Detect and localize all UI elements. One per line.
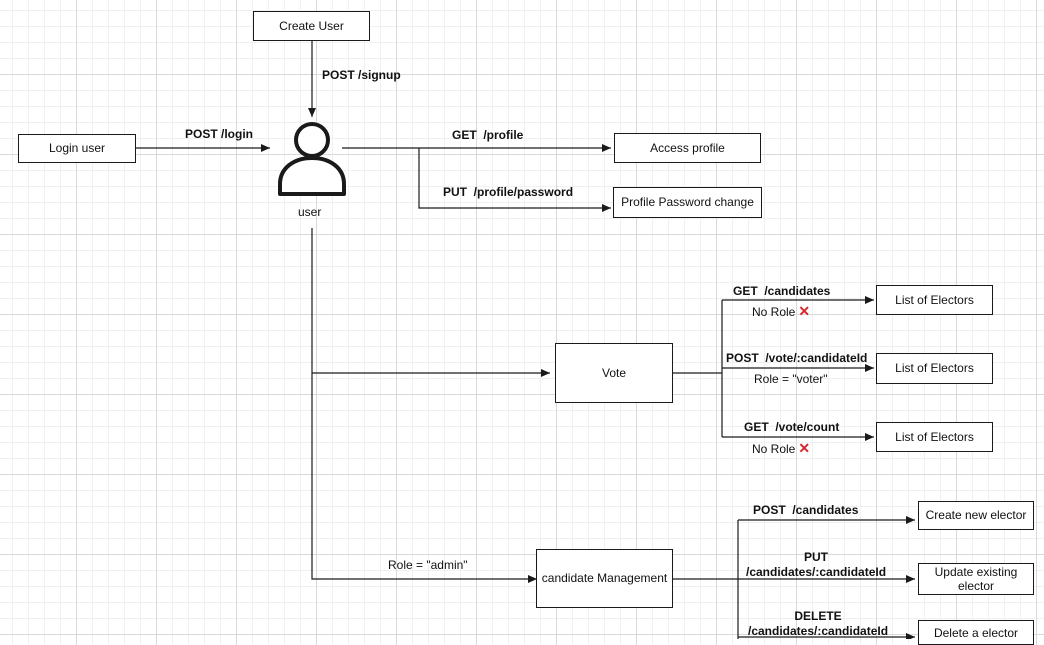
put-password-label: PUT /profile/password	[443, 185, 574, 199]
admin-connector	[311, 228, 537, 583]
list-of-electors-box-1[interactable]: List of Electors	[876, 285, 993, 315]
get-candidates-role: No Role✕	[752, 303, 810, 320]
no-role-text: No Role	[752, 305, 796, 319]
user-icon	[278, 122, 346, 196]
vote-box[interactable]: Vote	[555, 343, 673, 403]
user-label: user	[298, 205, 322, 219]
put-method-text: PUT	[804, 550, 828, 564]
list-of-electors-box-2[interactable]: List of Electors	[876, 353, 993, 384]
put-path-text: /candidates/:candidateId	[746, 565, 887, 579]
login-label: POST /login	[185, 127, 253, 141]
create-new-elector-box[interactable]: Create new elector	[918, 501, 1034, 530]
delete-path-text: /candidates/:candidateId	[748, 624, 889, 638]
delete-method-text: DELETE	[794, 609, 842, 623]
create-user-box[interactable]: Create User	[253, 11, 370, 41]
post-candidates-label: POST /candidates	[753, 503, 859, 517]
candidate-management-box[interactable]: candidate Management	[536, 549, 673, 608]
voter-role-label: Role = "voter"	[754, 372, 828, 386]
admin-role-label: Role = "admin"	[388, 558, 468, 572]
password-connector	[418, 148, 611, 212]
update-existing-elector-box[interactable]: Update existing elector	[918, 563, 1034, 595]
get-vote-count-role: No Role✕	[752, 440, 810, 457]
cross-mark-icon: ✕	[798, 303, 811, 319]
access-profile-box[interactable]: Access profile	[614, 133, 761, 163]
login-user-box[interactable]: Login user	[18, 134, 136, 163]
list-of-electors-box-3[interactable]: List of Electors	[876, 422, 993, 452]
get-vote-count-label: GET /vote/count	[744, 420, 840, 434]
signup-label: POST /signup	[322, 68, 401, 82]
delete-candidates-label: DELETE /candidates/:candidateId	[748, 609, 888, 639]
no-role-text: No Role	[752, 442, 796, 456]
put-candidates-label: PUT /candidates/:candidateId	[746, 550, 886, 580]
cross-mark-icon: ✕	[798, 440, 811, 456]
post-vote-label: POST /vote/:candidateId	[726, 351, 868, 365]
get-profile-label: GET /profile	[452, 128, 524, 142]
get-candidates-label: GET /candidates	[733, 284, 831, 298]
profile-password-change-box[interactable]: Profile Password change	[613, 187, 762, 218]
delete-elector-box[interactable]: Delete a elector	[918, 620, 1034, 645]
